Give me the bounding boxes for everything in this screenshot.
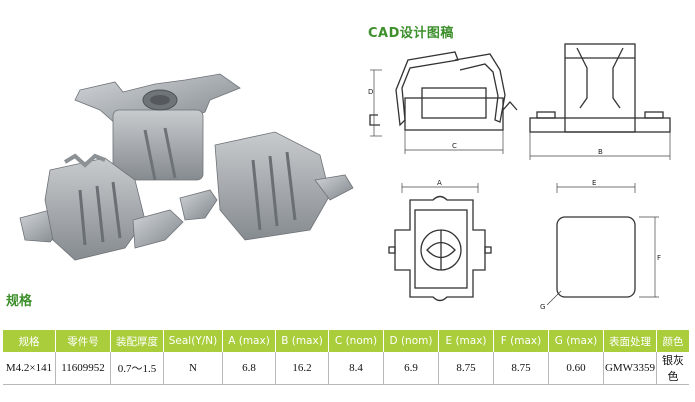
front-right-tab xyxy=(502,101,518,111)
cad-side-view: B xyxy=(529,43,671,160)
table-cell: N xyxy=(163,352,223,385)
cad-title: CAD设计图稿 xyxy=(368,26,454,41)
cad-bottom-view: E F G xyxy=(540,179,661,311)
header-cell: D (nom) xyxy=(383,330,439,352)
dim-label-D: D xyxy=(368,88,373,96)
front-window xyxy=(421,87,487,119)
cad-front-view: D C xyxy=(368,51,518,154)
header-cell: F (max) xyxy=(493,330,549,352)
side-body xyxy=(564,43,636,133)
table-cell: 11609952 xyxy=(55,352,111,385)
top-inner xyxy=(414,209,468,289)
spec-heading: 规格 xyxy=(6,294,33,309)
side-left-tab xyxy=(536,111,556,119)
clip-photo-right xyxy=(179,131,354,241)
front-right-arm xyxy=(454,53,506,123)
table-cell: 银灰色 xyxy=(656,352,689,385)
header-cell: 表面处理 xyxy=(603,330,657,352)
dim-label-G: G xyxy=(540,303,545,311)
table-cell: 16.2 xyxy=(275,352,329,385)
header-cell: 规格 xyxy=(3,330,56,352)
table-cell: M4.2×141 xyxy=(3,352,56,385)
dim-label-B: B xyxy=(598,148,603,156)
dim-label-C: C xyxy=(452,142,457,150)
header-cell: 零件号 xyxy=(55,330,111,352)
top-outline xyxy=(394,195,486,302)
table-cell: 8.75 xyxy=(438,352,494,385)
spec-table: 规格 零件号 装配厚度 Seal(Y/N) A (max) B (max) C … xyxy=(3,330,689,385)
dim-label-A: A xyxy=(437,179,442,187)
table-cell: 8.75 xyxy=(493,352,549,385)
header-cell: Seal(Y/N) xyxy=(163,330,223,352)
product-photo xyxy=(19,73,354,261)
front-left-tab xyxy=(369,114,380,126)
table-cell: 8.4 xyxy=(328,352,384,385)
table-cell: GMW3359 xyxy=(603,352,657,385)
header-cell: A (max) xyxy=(222,330,276,352)
dim-label-F: F xyxy=(657,254,661,262)
header-cell: G (max) xyxy=(548,330,604,352)
table-cell: 0.60 xyxy=(548,352,604,385)
header-cell: 颜色 xyxy=(656,330,689,352)
side-right-tab xyxy=(644,111,664,119)
header-cell: 装配厚度 xyxy=(110,330,164,352)
clip-photo-top xyxy=(74,73,241,181)
table-cell: 6.9 xyxy=(383,352,439,385)
header-cell: C (nom) xyxy=(328,330,384,352)
side-spring xyxy=(576,47,624,109)
top-hole-inner xyxy=(426,241,456,259)
clip-photo-left xyxy=(19,153,184,261)
bottom-square xyxy=(556,216,636,298)
front-left-arm xyxy=(395,51,459,127)
table-row: M4.2×141 11609952 0.7～1.5 N 6.8 16.2 8.4… xyxy=(3,352,689,385)
table-cell: 6.8 xyxy=(222,352,276,385)
header-cell: B (max) xyxy=(275,330,329,352)
spec-table-header: 规格 零件号 装配厚度 Seal(Y/N) A (max) B (max) C … xyxy=(3,330,689,352)
cad-top-view: A xyxy=(388,179,492,302)
dim-label-E: E xyxy=(592,179,596,187)
side-base xyxy=(529,117,671,133)
header-cell: E (max) xyxy=(438,330,494,352)
front-body xyxy=(404,97,504,131)
table-cell: 0.7～1.5 xyxy=(110,352,164,385)
